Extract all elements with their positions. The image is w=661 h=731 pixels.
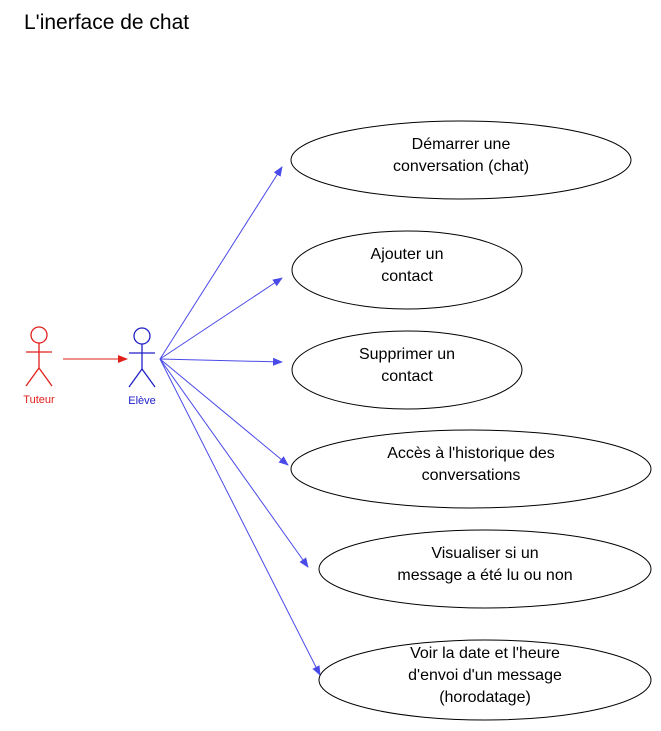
use-case-demarrer[interactable]: Démarrer une conversation (chat) (290, 120, 632, 200)
use-case-supprimer[interactable]: Supprimer un contact (291, 330, 523, 410)
use-case-lu[interactable]: Visualiser si un message a été lu ou non (318, 529, 652, 609)
use-case-ajouter[interactable]: Ajouter un contact (291, 230, 523, 310)
diagram-title: L'inerface de chat (24, 11, 190, 34)
use-case-label: Supprimer un (359, 346, 455, 363)
actor-tuteur[interactable] (25, 326, 53, 387)
actor-eleve[interactable] (128, 327, 156, 388)
association-eleve-horodatage (159, 358, 321, 676)
use-case-label: d'envoi d'un message (408, 667, 562, 684)
use-case-label: Visualiser si un (431, 545, 538, 562)
use-case-label: Ajouter un (371, 246, 444, 263)
use-case-label: contact (381, 368, 433, 385)
use-case-label: conversations (422, 467, 521, 484)
use-case-label: conversation (chat) (393, 158, 529, 175)
actor-label-tuteur: Tuteur (23, 394, 55, 406)
use-case-label: message a été lu ou non (397, 567, 572, 584)
use-case-label: Démarrer une (412, 136, 511, 153)
use-case-label: Voir la date et l'heure (410, 645, 560, 662)
association-eleve-supprimer (159, 357, 283, 366)
use-case-label: contact (381, 268, 433, 285)
use-case-label: (horodatage) (439, 689, 531, 706)
use-case-ellipse (318, 529, 652, 609)
association-eleve-historique (159, 358, 289, 466)
use-case-ellipse (290, 120, 632, 200)
actor-head (133, 327, 151, 345)
use-case-label: Accès à l'historique des (387, 445, 555, 462)
association-eleve-lu (159, 358, 309, 568)
use-case-ellipse (291, 330, 523, 410)
actor-label-eleve: Elève (128, 395, 156, 407)
use-case-ellipse (290, 429, 652, 509)
use-case-horodatage[interactable]: Voir la date et l'heure d'envoi d'un mess… (318, 639, 652, 721)
actor-head (30, 326, 48, 344)
use-case-ellipse (291, 230, 523, 310)
use-case-historique[interactable]: Accès à l'historique des conversations (290, 429, 652, 509)
use-case-ellipse (318, 639, 652, 721)
association-eleve-demarrer (159, 166, 283, 360)
association-eleve-ajouter (159, 277, 283, 360)
